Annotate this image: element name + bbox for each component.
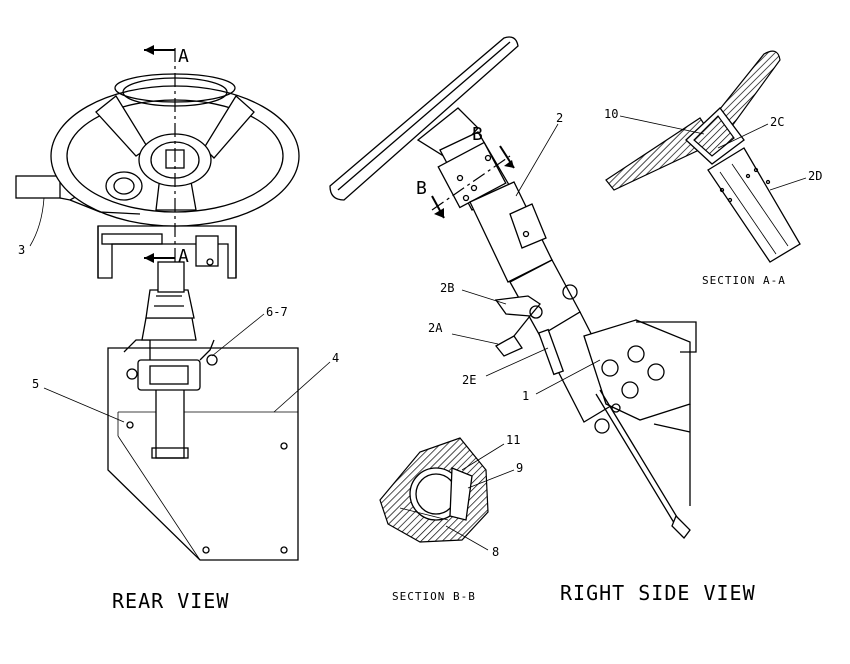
leader-2e	[485, 347, 549, 377]
callout-5: 5	[32, 377, 39, 391]
section-a-a	[605, 50, 801, 263]
right-side-view	[329, 36, 697, 539]
callout-3: 3	[18, 243, 25, 257]
callout-8: 8	[492, 545, 499, 559]
section-a-marker-top: A	[178, 46, 189, 67]
callout-2e: 2E	[462, 373, 476, 387]
leader-4	[273, 361, 331, 413]
callout-2b: 2B	[440, 281, 454, 295]
leader-10	[619, 115, 705, 135]
callout-2: 2	[556, 111, 563, 125]
leader-1	[535, 359, 601, 395]
callout-6-7: 6-7	[266, 305, 288, 319]
rear-view	[15, 45, 300, 561]
callout-1: 1	[522, 389, 529, 403]
callout-2c: 2C	[770, 115, 784, 129]
leader-2	[515, 123, 559, 197]
callout-2a: 2A	[428, 321, 443, 335]
section-b-marker-bottom: B	[416, 178, 427, 199]
leader-8	[445, 525, 489, 551]
callout-2d: 2D	[808, 169, 822, 183]
callout-11: 11	[506, 433, 520, 447]
leader-6-7	[211, 313, 265, 357]
leader-2d	[769, 177, 807, 191]
caption-section-b-b: SECTION B-B	[392, 590, 476, 603]
section-b-b	[379, 437, 489, 543]
callout-9: 9	[516, 461, 523, 475]
leader-11	[461, 443, 505, 471]
callout-4: 4	[332, 351, 339, 365]
leader-3	[29, 197, 45, 247]
leader-9	[467, 469, 515, 489]
callout-10: 10	[604, 107, 618, 121]
leader-2b	[461, 289, 507, 305]
caption-right-side-view: RIGHT SIDE VIEW	[560, 581, 756, 605]
leader-2a	[451, 333, 499, 345]
leader-5	[43, 387, 125, 423]
caption-section-a-a: SECTION A-A	[702, 274, 786, 287]
section-a-marker-bottom: A	[178, 246, 189, 267]
caption-rear-view: REAR VIEW	[112, 589, 229, 613]
section-b-marker-top: B	[472, 124, 483, 145]
leader-2c	[717, 123, 769, 149]
